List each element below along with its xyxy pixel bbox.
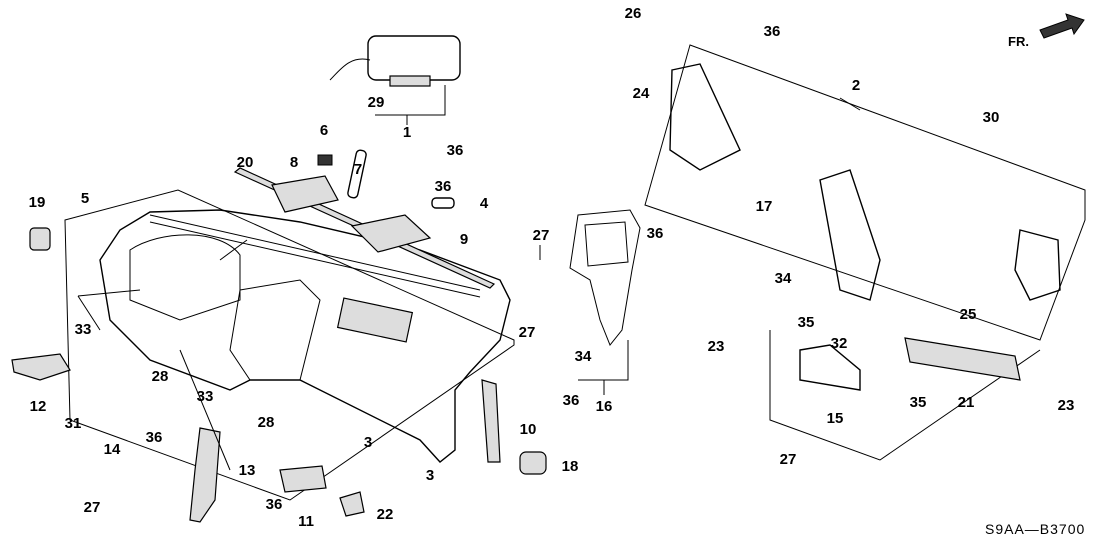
- callout: 25: [960, 306, 977, 323]
- front-direction-arrow-icon: [1039, 13, 1085, 39]
- callout: 28: [152, 368, 169, 385]
- callout: 36: [563, 392, 580, 409]
- callout: 36: [266, 496, 283, 513]
- callout: 30: [983, 109, 1000, 126]
- callout: 16: [596, 398, 613, 415]
- panel-8-part: [271, 175, 339, 213]
- callout: 14: [104, 441, 121, 458]
- callout: 9: [460, 231, 468, 248]
- callout: 5: [81, 190, 89, 207]
- callout: 31: [65, 415, 82, 432]
- callout: 21: [958, 394, 975, 411]
- callout: 11: [298, 513, 314, 530]
- callout: 34: [775, 270, 792, 287]
- callout: 6: [320, 122, 328, 139]
- callout: 7: [354, 161, 362, 178]
- callout: 19: [29, 194, 46, 211]
- panel-9-part: [350, 214, 432, 253]
- callout: 34: [575, 348, 592, 365]
- callout: 2: [852, 77, 860, 94]
- callout: 36: [764, 23, 781, 40]
- callout: 35: [798, 314, 815, 331]
- callout: 33: [197, 388, 214, 405]
- callout: 10: [520, 421, 537, 438]
- callout: 28: [258, 414, 275, 431]
- callout: 22: [377, 506, 394, 523]
- callout: 27: [533, 227, 550, 244]
- callout: 18: [562, 458, 579, 475]
- callout: 36: [146, 429, 163, 446]
- callout: 23: [708, 338, 725, 355]
- part-callouts: 26 36 24 2 30 29 1 6 36 7 36 4 20 8 9 19…: [29, 5, 1075, 530]
- callout: 27: [780, 451, 797, 468]
- callout: 15: [827, 410, 844, 427]
- callout: 1: [403, 124, 411, 141]
- passenger-airbag-part: [329, 35, 461, 87]
- callout: 27: [84, 499, 101, 516]
- callout: 32: [831, 335, 848, 352]
- callout: 17: [756, 198, 773, 215]
- front-direction-label: FR.: [1008, 34, 1029, 49]
- callout: 20: [237, 154, 254, 171]
- callout: 4: [480, 195, 489, 212]
- diagram-code: S9AA—B3700: [985, 521, 1085, 537]
- callout: 3: [364, 434, 372, 451]
- callout: 36: [447, 142, 464, 159]
- callout: 36: [647, 225, 664, 242]
- callout: 8: [290, 154, 298, 171]
- callout: 23: [1058, 397, 1075, 414]
- callout: 33: [75, 321, 92, 338]
- callout: 35: [910, 394, 927, 411]
- instrument-panel-part: [99, 209, 511, 463]
- callout: 29: [368, 94, 385, 111]
- callout: 36: [435, 178, 452, 195]
- callout: 3: [426, 467, 434, 484]
- steering-hanger-beam-part: [669, 63, 1061, 301]
- callout: 12: [30, 398, 47, 415]
- callout: 26: [625, 5, 642, 22]
- callout: 27: [519, 324, 536, 341]
- callout: 13: [239, 462, 256, 479]
- duct-7-part: [347, 149, 367, 199]
- callout: 24: [633, 85, 650, 102]
